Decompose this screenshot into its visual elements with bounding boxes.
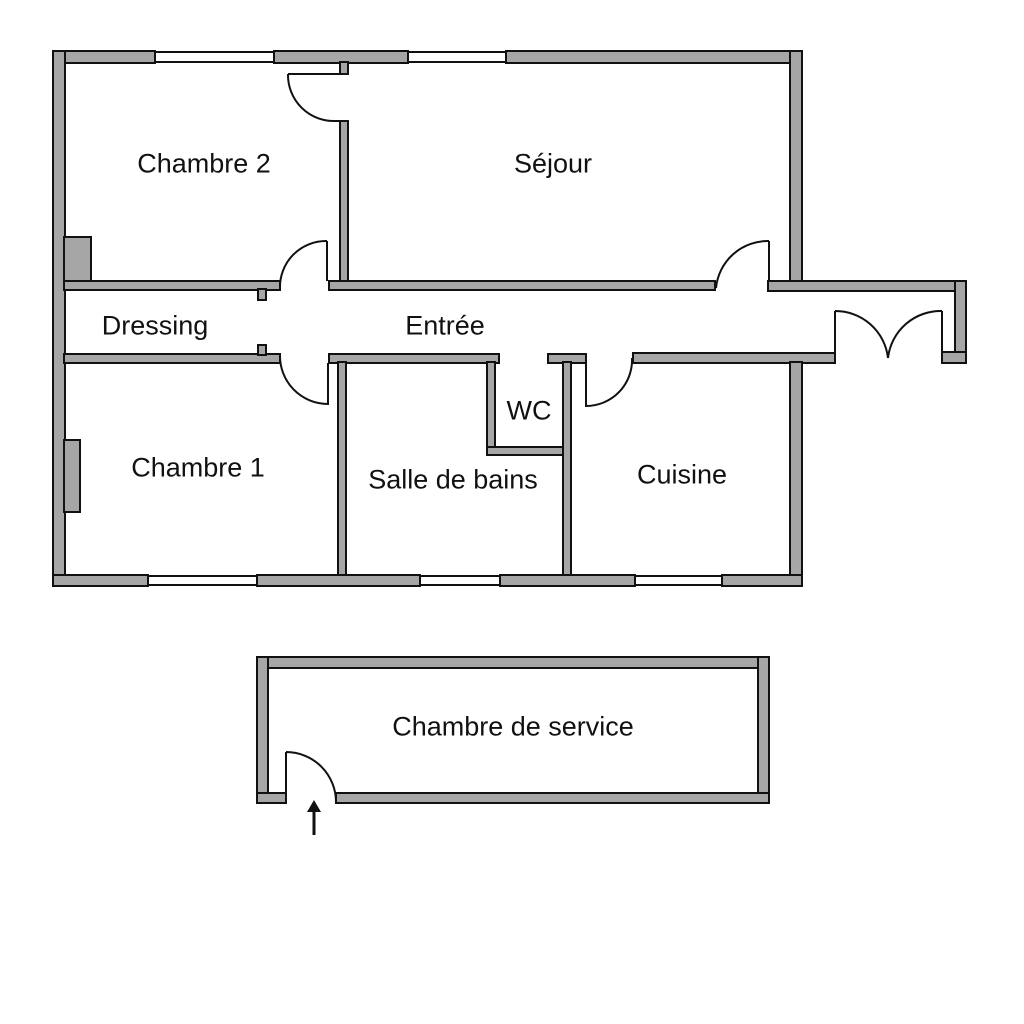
room-label-cuisine: Cuisine	[636, 459, 728, 490]
window-sejour	[407, 51, 507, 63]
wall-service-left	[256, 656, 269, 804]
door-entrance-left[interactable]	[834, 309, 889, 359]
door-chambre2-top[interactable]	[286, 73, 340, 123]
entry-arrow-icon	[307, 800, 321, 835]
wall-top-right	[505, 50, 803, 64]
wall-service-top	[256, 656, 770, 669]
wall-wc-left	[486, 361, 496, 455]
room-label-chambre1: Chambre 1	[131, 452, 265, 483]
wall-ch2-sejour	[339, 61, 349, 75]
room-label-dressing: Dressing	[101, 310, 209, 341]
window-chambre1	[147, 575, 258, 586]
room-label-salle-de-bains: Salle de bains	[368, 464, 538, 495]
wall-ch2-bottom	[63, 280, 281, 291]
room-label-entree: Entrée	[405, 310, 485, 341]
wall-wc-bottom	[486, 446, 568, 456]
door-swings	[278, 73, 943, 803]
wall-service-right	[757, 656, 770, 804]
wall-top-left	[52, 50, 156, 64]
room-label-chambre-de-service: Chambre de service	[392, 711, 634, 742]
door-service[interactable]	[285, 751, 337, 803]
door-chambre2-bottom[interactable]	[278, 239, 328, 289]
wall-bath-top	[328, 353, 500, 364]
wall-right-cuisine	[789, 361, 803, 587]
chimney-chambre2	[63, 236, 92, 282]
wall-bottom-1	[52, 574, 149, 587]
walls	[52, 50, 967, 804]
wall-dressing-stub-bottom	[257, 344, 267, 356]
wall-wc-cuisine	[562, 361, 572, 577]
wall-vestibule-right	[954, 280, 967, 364]
door-sejour[interactable]	[715, 239, 770, 289]
wall-bottom-2	[256, 574, 421, 587]
door-chambre1[interactable]	[278, 354, 329, 406]
door-cuisine[interactable]	[585, 357, 634, 408]
wall-service-bottom-right	[335, 792, 770, 804]
wall-bottom-3	[499, 574, 636, 587]
wall-right-sejour	[789, 50, 803, 284]
wall-vestibule-bottom-left	[632, 352, 836, 364]
room-label-wc: WC	[506, 395, 552, 426]
wall-bottom-4	[721, 574, 803, 587]
wall-sejour-bottom	[328, 280, 716, 291]
wall-dressing-bottom	[63, 353, 281, 364]
window-chambre2	[154, 51, 275, 63]
wall-vestibule-bottom-right	[941, 351, 967, 364]
door-entrance-right[interactable]	[887, 309, 943, 359]
wall-ch1-bath	[337, 361, 347, 577]
wall-service-bottom-left	[256, 792, 287, 804]
chimney-chambre1	[63, 439, 81, 513]
room-label-chambre2: Chambre 2	[137, 148, 271, 179]
wall-dressing-stub-top	[257, 288, 267, 301]
window-cuisine	[634, 575, 723, 586]
wall-vestibule-top	[767, 280, 967, 292]
room-label-sejour: Séjour	[513, 148, 593, 179]
wall-ch2-sejour-lower	[339, 120, 349, 282]
window-bath	[419, 575, 501, 586]
